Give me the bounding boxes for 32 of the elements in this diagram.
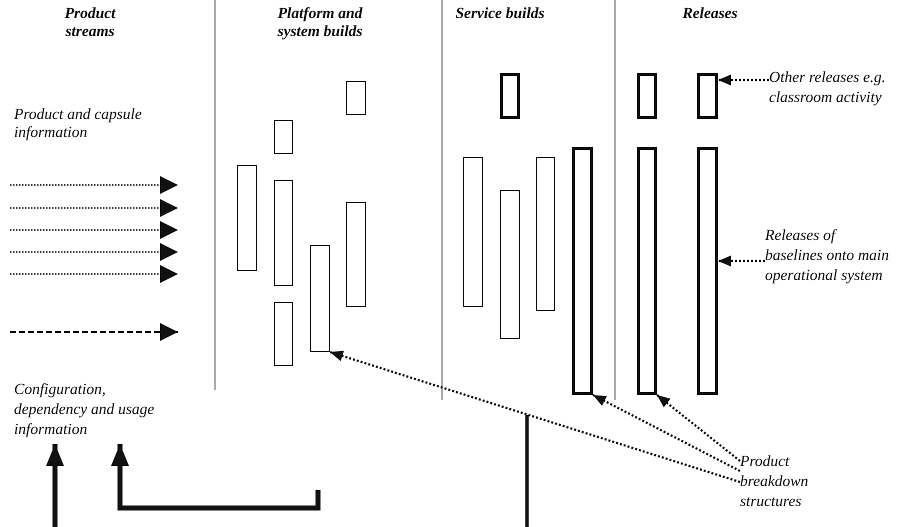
column-heading: Product streams (64, 5, 117, 41)
column-heading: Platform and system builds (276, 5, 364, 41)
callout-text: Releases of baselines onto main operational system (765, 226, 890, 286)
arrow (46, 444, 64, 527)
build-box (572, 147, 593, 395)
build-box (346, 202, 366, 307)
arrow (656, 394, 741, 462)
callout-text: Other releases e.g. classroom activity (769, 68, 887, 108)
build-box (346, 81, 366, 115)
build-box (274, 120, 293, 154)
note-text: Product and capsule information (14, 106, 143, 142)
column-heading: Releases (681, 5, 739, 23)
build-box (500, 190, 520, 339)
build-box (697, 147, 718, 395)
build-box (637, 73, 657, 119)
build-box (310, 245, 330, 352)
build-box (637, 147, 657, 395)
build-box (274, 180, 293, 286)
arrow (718, 256, 765, 266)
build-box (697, 73, 718, 119)
build-box (463, 157, 483, 307)
build-box (536, 157, 555, 311)
callout-text: Configuration, dependency and usage information (14, 380, 156, 440)
build-box (274, 302, 293, 366)
build-box (500, 73, 520, 119)
callout-text: Product breakdown structures (740, 452, 810, 512)
build-box (237, 165, 257, 271)
arrow (111, 444, 320, 510)
column-heading: Service builds (455, 5, 545, 23)
arrow (330, 350, 740, 484)
arrow (718, 74, 769, 86)
arrow (592, 394, 740, 472)
